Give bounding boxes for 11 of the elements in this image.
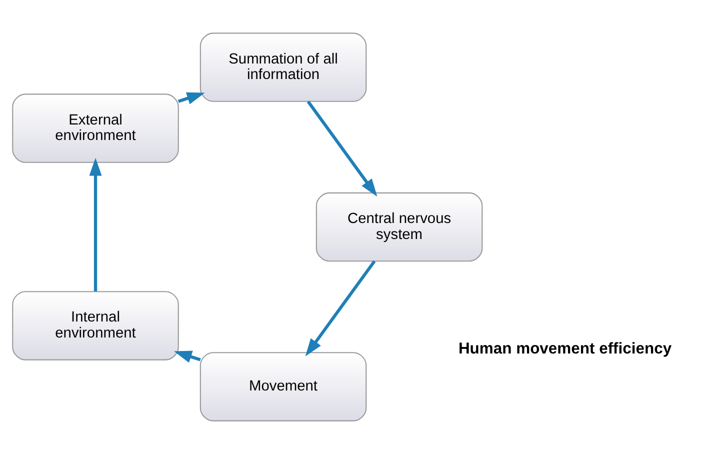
arrow bbox=[305, 260, 376, 356]
arrow bbox=[306, 100, 378, 197]
node-box: Summation of all information bbox=[200, 32, 367, 102]
node-box: Internal environment bbox=[12, 291, 179, 360]
arrow bbox=[174, 350, 201, 363]
arrow bbox=[89, 158, 102, 292]
arrow bbox=[178, 92, 205, 104]
node-box: External environment bbox=[12, 94, 179, 163]
label: Human movement efficiency bbox=[458, 340, 672, 358]
node-box: Movement bbox=[200, 352, 367, 422]
node-box: Central nervous system bbox=[316, 192, 483, 262]
